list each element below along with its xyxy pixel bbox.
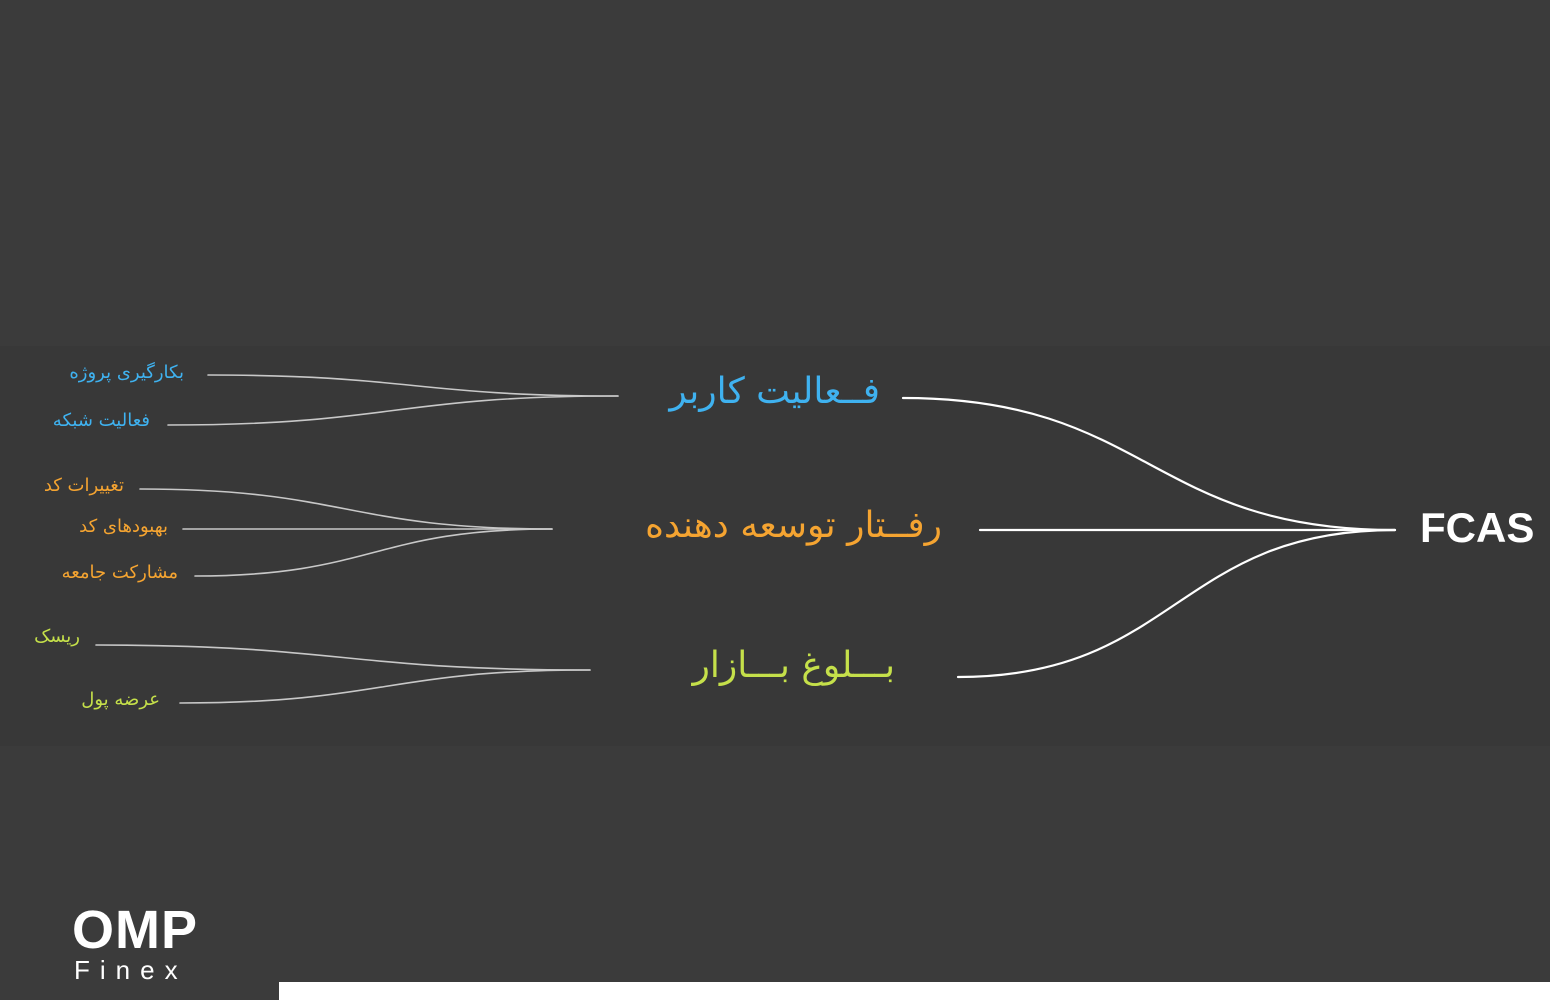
branch-label-market-maturity: بـــلوغ بـــازار [692, 645, 895, 686]
leaf-label-code-changes: تغییرات کد [43, 475, 124, 496]
connector-leaf-developer-behavior-0 [139, 488, 553, 530]
connector-leaf-user-activity-1 [167, 395, 619, 426]
leaf-label-money-supply: عرضه پول [81, 689, 160, 710]
logo-subtext: Finex [74, 955, 188, 985]
branch-label-user-activity: فــعالیت کاربر [669, 371, 880, 412]
connector-branch-user-activity [901, 396, 1397, 532]
connector-branch-market-maturity [956, 528, 1397, 679]
branch-label-developer-behavior: رفــتار توسعه دهنده [645, 505, 942, 546]
leaf-label-community-participation: مشارکت جامعه [61, 562, 178, 583]
connector-leaf-user-activity-0 [207, 374, 619, 397]
bottom-strip [279, 982, 1550, 1000]
diagram-band [0, 346, 1550, 746]
connector-leaf-developer-behavior-2 [194, 528, 553, 577]
root-label-fcas: FCAS [1420, 504, 1535, 551]
brand-logo: OMP Finex [72, 900, 199, 985]
leaf-label-network-activity: فعالیت شبکه [52, 410, 150, 431]
leaf-label-code-improvements: بهبودهای کد [79, 516, 168, 537]
leaf-label-project-adoption: بکارگیری پروژه [69, 362, 184, 383]
leaf-label-risk: ریسک [34, 626, 80, 647]
logo-wordmark: OMP [72, 900, 199, 960]
connector-leaf-market-maturity-0 [95, 644, 591, 671]
connector-leaf-market-maturity-1 [179, 669, 591, 704]
